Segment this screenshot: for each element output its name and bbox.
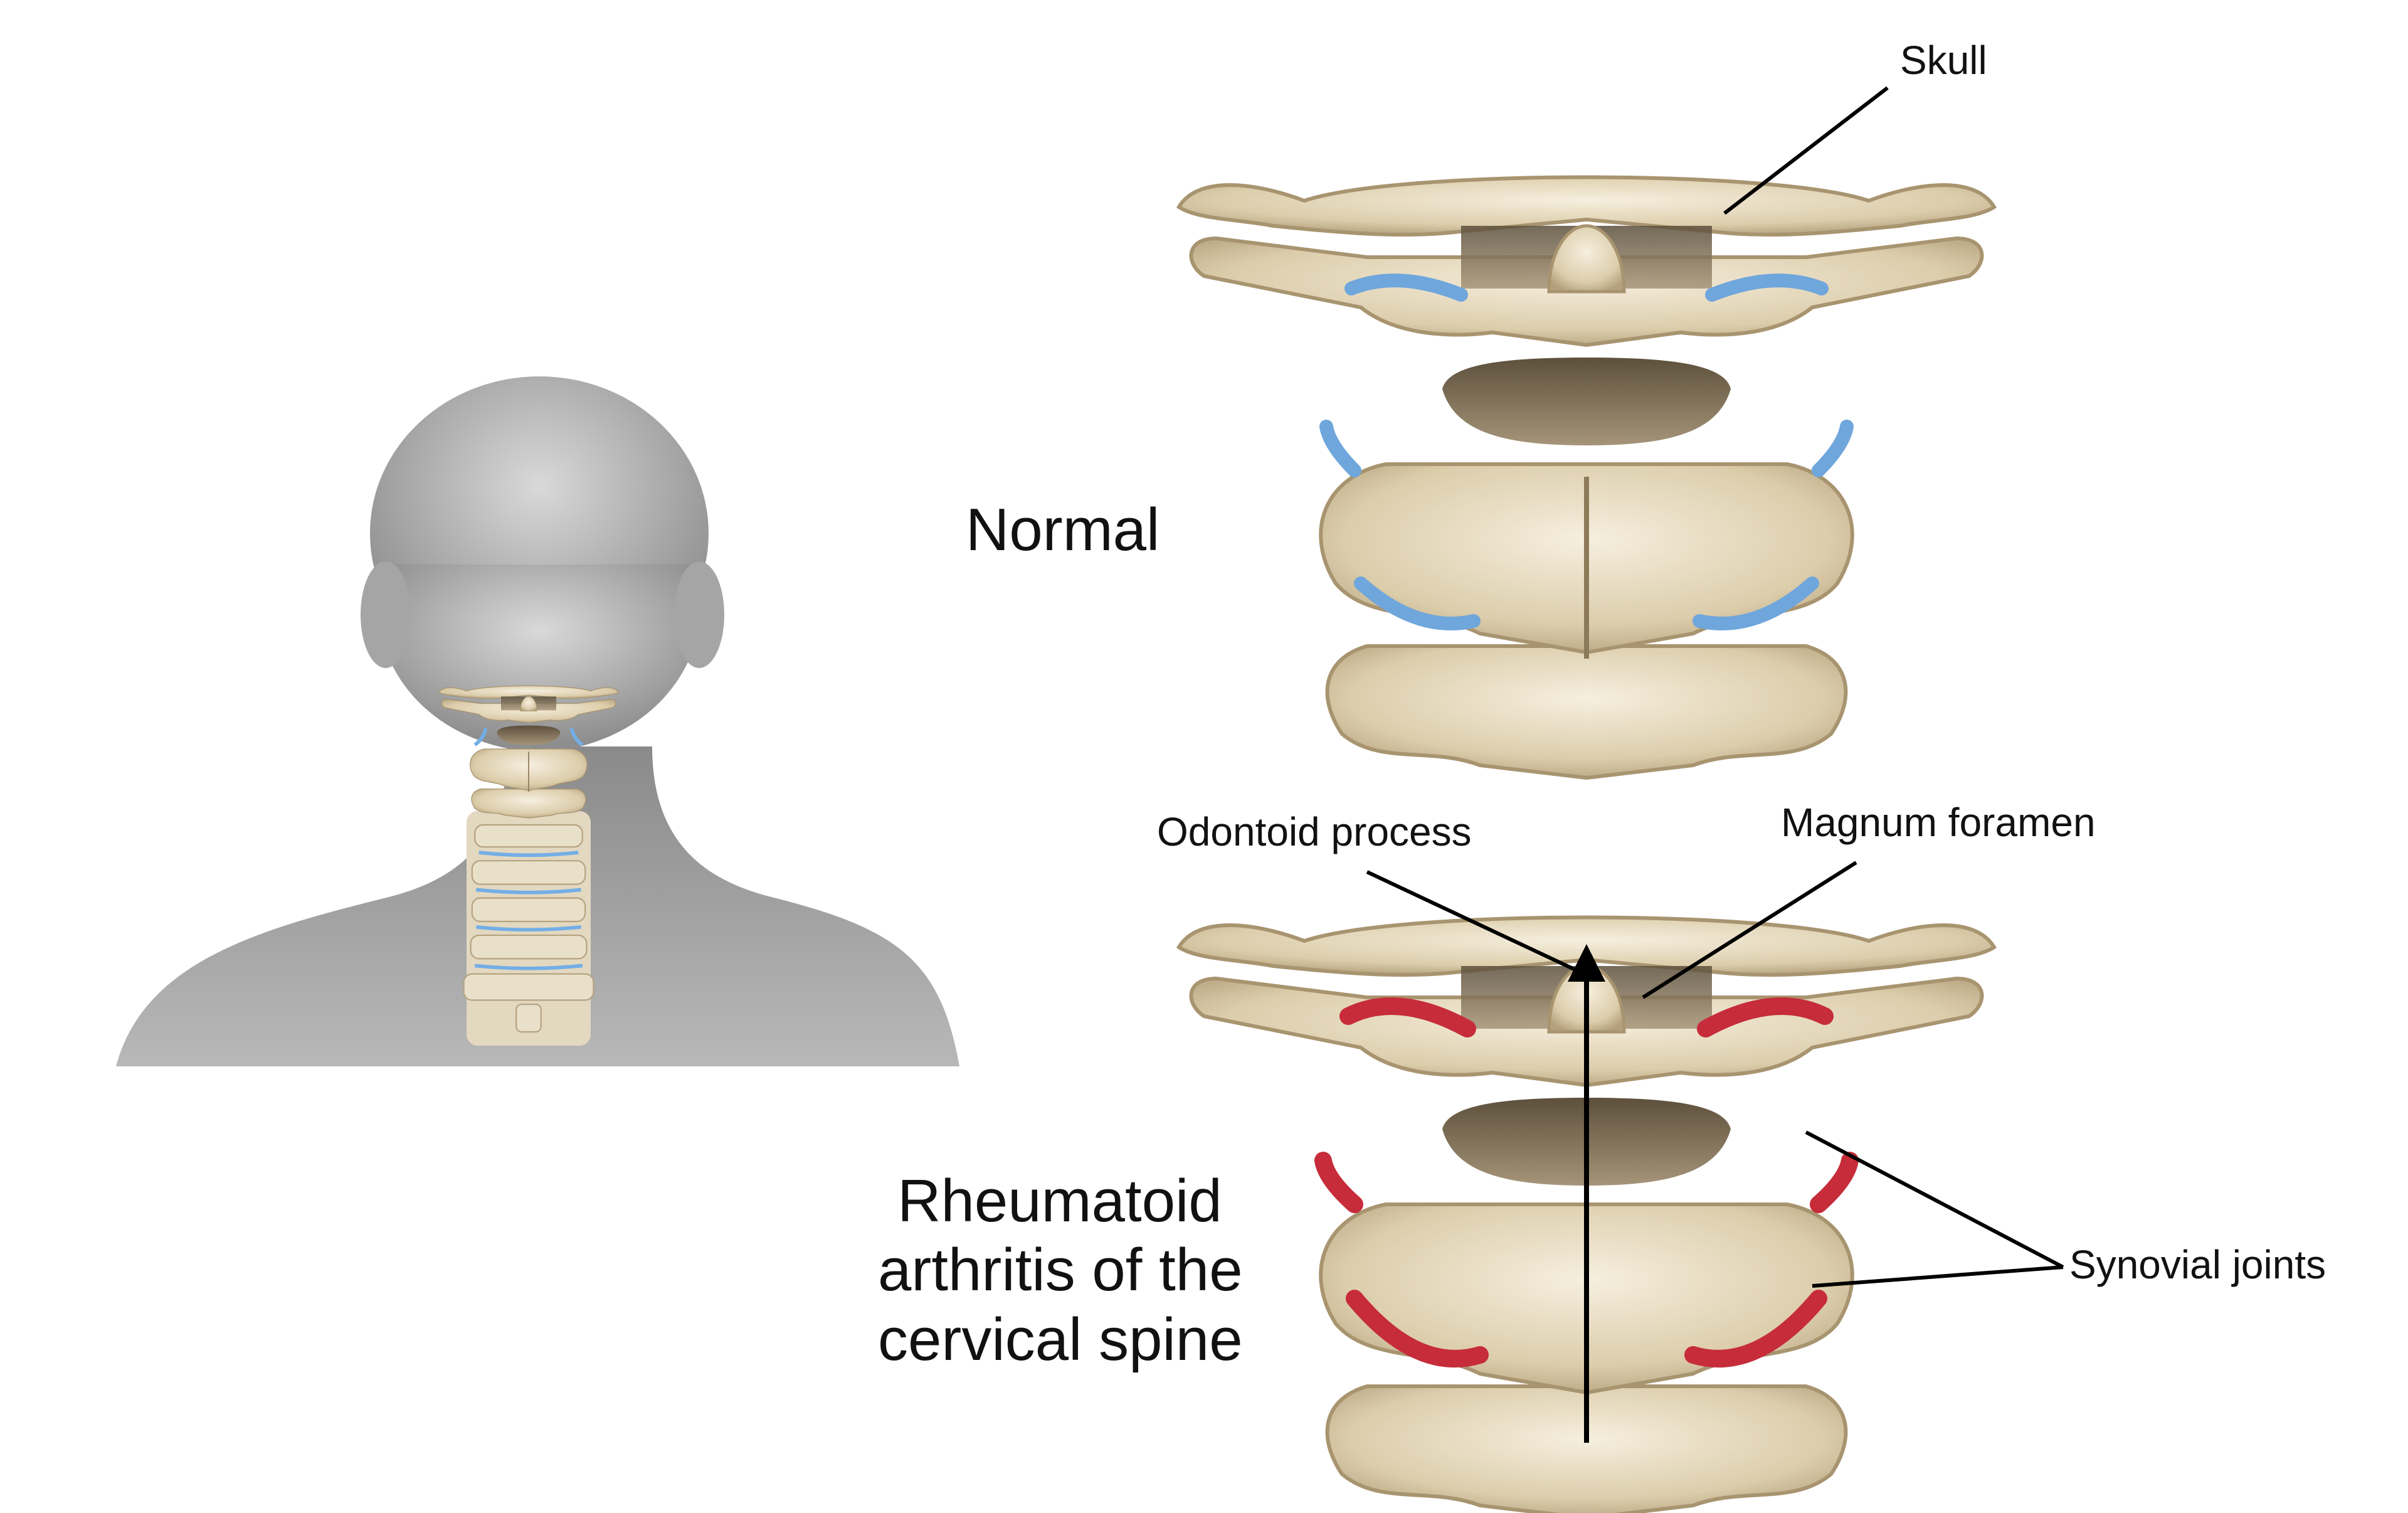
- synovial-leader-lower: [1812, 1265, 2064, 1288]
- ra-spine-illustration: [1179, 918, 1994, 1513]
- ear-left: [361, 561, 411, 668]
- healthy-joint-cartilage: [1319, 273, 1854, 630]
- ear-right: [674, 561, 724, 668]
- normal-spine-illustration: [1179, 178, 1994, 778]
- ra-heading-line-2: arthritis of the: [878, 1236, 1243, 1304]
- synovial-joints-label: Synovial joints: [2069, 1242, 2326, 1287]
- ra-heading-line-3: cervical spine: [878, 1305, 1243, 1373]
- leader-lines: [1366, 86, 2064, 1288]
- ra-heading-line-1: Rheumatoid: [897, 1167, 1222, 1234]
- ra-heading: Rheumatoid arthritis of the cervical spi…: [878, 1167, 1243, 1374]
- normal-heading: Normal: [966, 496, 1160, 563]
- synovial-leader-upper: [1805, 1130, 2064, 1269]
- magnum-foramen-label: Magnum foramen: [1781, 800, 2096, 845]
- odontoid-process-label: Odontoid process: [1157, 809, 1472, 854]
- inflamed-joint-cartilage: [1314, 997, 1859, 1367]
- skull-label: Skull: [1900, 38, 1987, 83]
- neck-spine-inset: [438, 685, 619, 1046]
- head-silhouette: [116, 376, 959, 1066]
- dens-migration-arrow: [1568, 944, 1605, 1443]
- odontoid-leader: [1366, 870, 1575, 971]
- skull-leader: [1723, 86, 1889, 215]
- magnum-leader: [1642, 861, 1857, 999]
